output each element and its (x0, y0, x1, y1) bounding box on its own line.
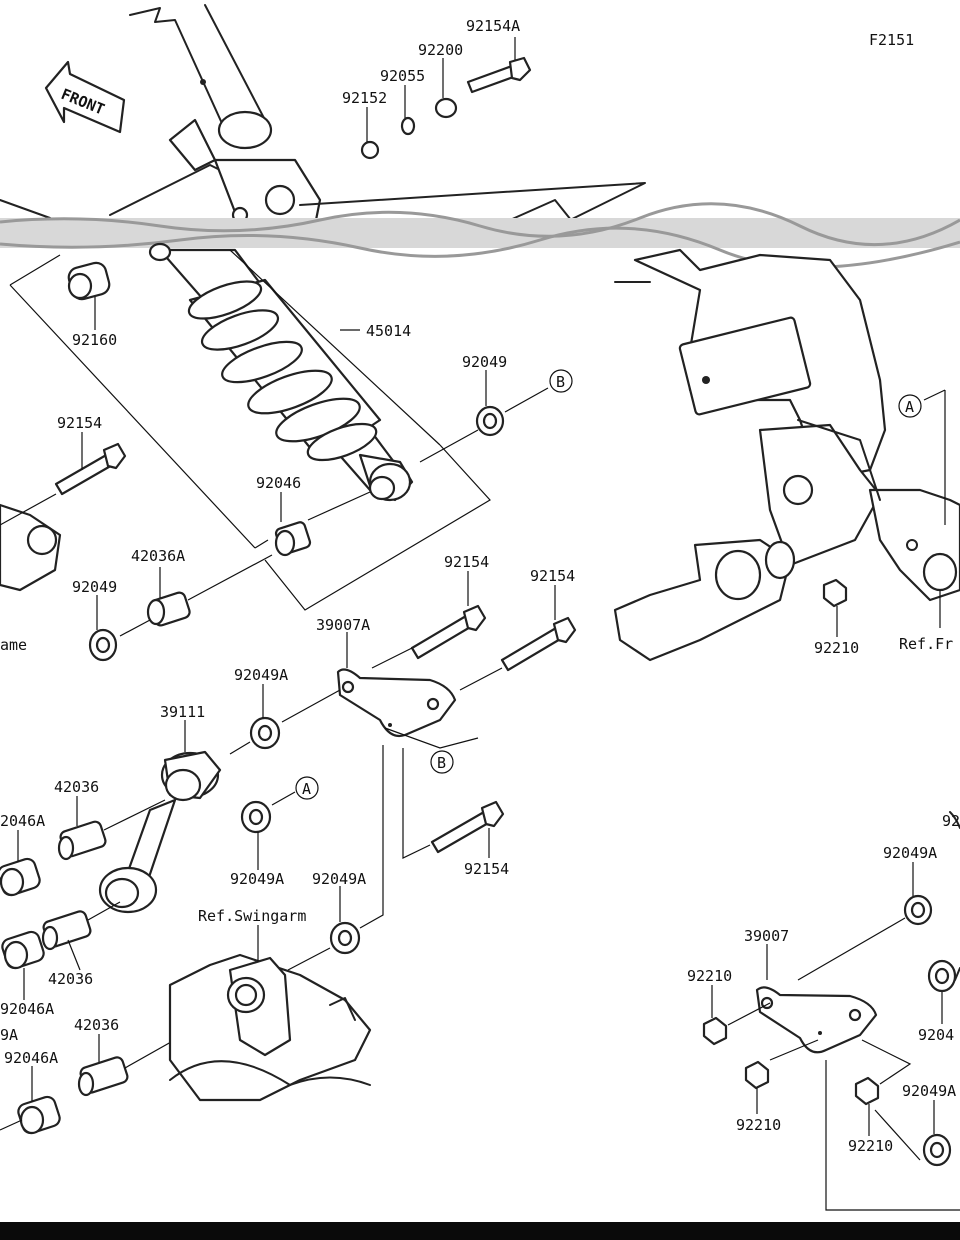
marker-a-right: A (898, 394, 922, 418)
marker-b-upper: B (549, 369, 573, 393)
svg-text:B: B (437, 754, 446, 772)
shock-absorber-45014 (148, 242, 414, 502)
shock-group-outline-3 (264, 444, 491, 611)
needle-bearing-92046A-lower (17, 1095, 61, 1135)
label-92049A-right-lower: 92049A (902, 1082, 956, 1100)
label-42036A: 42036A (131, 547, 185, 565)
label-92154-right: 92154 (530, 567, 575, 585)
nut-92210-left (702, 1016, 728, 1046)
label-42036-upper: 42036 (54, 778, 99, 796)
collar-42036A (146, 591, 191, 627)
label-42036-lower: 42036 (74, 1016, 119, 1034)
bolt-92154-right (500, 616, 577, 672)
label-92046A-lower: 92046A (4, 1049, 58, 1067)
label-92152: 92152 (342, 89, 387, 107)
shock-group-outline-2 (229, 249, 441, 446)
bottom-bar (0, 1222, 960, 1240)
needle-bearing-92046A-upper (0, 857, 41, 897)
label-92049A-lower: 92049A (312, 870, 366, 888)
bolt-92154-left (54, 442, 127, 496)
label-39111: 39111 (160, 703, 205, 721)
label-ref-swingarm: Ref.Swingarm (198, 907, 306, 925)
washer-92200 (434, 97, 458, 119)
label-ref-frame: Ref.Fr (899, 635, 953, 653)
collar-42036-upper (57, 820, 107, 861)
label-39007: 39007 (744, 927, 789, 945)
bolt-92154-lower (430, 800, 505, 854)
shock-group-outline (9, 254, 269, 549)
seal-92049A-right-lower (922, 1133, 952, 1167)
collar-42036-lower (77, 1056, 129, 1097)
label-92154A: 92154A (466, 17, 520, 35)
label-2046A: 2046A (0, 812, 45, 830)
nut-92210-mid (744, 1060, 770, 1090)
label-92049-upper: 92049 (462, 353, 507, 371)
label-9204-edge: 9204 (918, 1026, 954, 1044)
rocker-arm-39111 (98, 750, 222, 914)
label-92210-right: 92210 (848, 1137, 893, 1155)
label-42036-middle: 42036 (48, 970, 93, 988)
label-92200: 92200 (418, 41, 463, 59)
torn-image-band (0, 202, 960, 269)
seal-92049A-center (240, 800, 272, 834)
label-92210-left: 92210 (687, 967, 732, 985)
callout-leaders (17, 37, 943, 1136)
tie-rod-39007 (755, 986, 878, 1054)
seal-92049A-right-upper (903, 894, 933, 926)
callout-labels: F2151 92154A 92200 92055 92152 92160 450… (0, 17, 960, 1155)
label-ame: ame (0, 636, 27, 654)
label-92160: 92160 (72, 331, 117, 349)
label-92049A-right-upper: 92049A (883, 844, 937, 862)
label-9A: 9A (0, 1026, 18, 1044)
marker-a-lower: A (295, 776, 319, 800)
label-92-edge: 92 (942, 812, 960, 830)
o-ring-92055 (400, 116, 416, 136)
right-frame-drawing (613, 248, 960, 662)
label-92046A-middle: 92046A (0, 1000, 54, 1018)
bushing-92160 (67, 261, 111, 301)
label-39007A: 39007A (316, 616, 370, 634)
bolt-92154-center (410, 604, 487, 660)
collar-92152 (360, 140, 380, 160)
seal-92049A-lower (329, 921, 361, 955)
label-92049A-center: 92049A (230, 870, 284, 888)
seal-9204-right (927, 959, 957, 993)
label-92154-lower: 92154 (464, 860, 509, 878)
collar-92046 (274, 521, 312, 557)
label-92049-left: 92049 (72, 578, 117, 596)
marker-b-lower: B (430, 750, 454, 774)
front-arrow-icon: FRONT (44, 60, 126, 134)
label-92055: 92055 (380, 67, 425, 85)
label-92049A-rod: 92049A (234, 666, 288, 684)
label-92154-left: 92154 (57, 414, 102, 432)
seal-92049-left (88, 628, 118, 662)
upper-frame-drawing (0, 4, 646, 227)
collar-42036-middle (41, 910, 92, 951)
nut-92210-right (854, 1076, 880, 1106)
label-92154-center: 92154 (444, 553, 489, 571)
label-45014: 45014 (366, 322, 411, 340)
upper-bolt-92154A (466, 56, 532, 94)
svg-text:A: A (302, 780, 311, 798)
tie-rod-39007A (336, 668, 457, 738)
nut-92210-upper (822, 578, 848, 608)
seal-92049A-rod (249, 716, 281, 750)
svg-text:A: A (905, 398, 914, 416)
label-92046: 92046 (256, 474, 301, 492)
label-92210-mid: 92210 (736, 1116, 781, 1134)
swingarm-drawing (168, 953, 372, 1102)
figure-code: F2151 (869, 31, 914, 49)
svg-text:B: B (556, 373, 565, 391)
needle-bearing-92046A-middle (1, 930, 45, 970)
label-92210-upper: 92210 (814, 639, 859, 657)
